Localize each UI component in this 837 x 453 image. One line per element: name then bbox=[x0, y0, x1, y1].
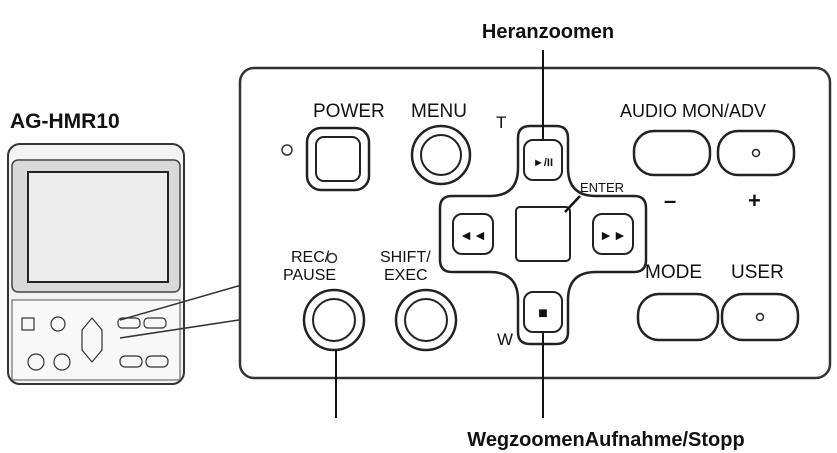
power-label: POWER bbox=[313, 101, 385, 122]
fast-forward-button[interactable] bbox=[592, 213, 634, 255]
menu-button[interactable] bbox=[420, 134, 462, 176]
mini-menu-button bbox=[50, 316, 66, 332]
rewind-icon: ◄◄ bbox=[459, 227, 487, 243]
zoom-t-label: T bbox=[496, 113, 506, 132]
recorder-screen bbox=[27, 171, 169, 283]
mode-label: MODE bbox=[645, 262, 702, 283]
user-label: USER bbox=[731, 262, 784, 283]
shift-exec-button[interactable] bbox=[404, 298, 448, 342]
mode-button[interactable] bbox=[636, 292, 720, 342]
user-button[interactable] bbox=[720, 292, 800, 342]
mini-audio-button-2 bbox=[143, 317, 167, 329]
mini-shift-button bbox=[53, 353, 71, 371]
rec-pause-button[interactable] bbox=[312, 298, 356, 342]
audio-minus-button[interactable] bbox=[632, 129, 712, 177]
mini-power-button bbox=[21, 317, 35, 331]
control-panel bbox=[238, 66, 832, 380]
rec-pause-button-outer[interactable] bbox=[302, 288, 366, 352]
mini-rec-button bbox=[27, 353, 45, 371]
zoom-w-label: W bbox=[497, 330, 513, 349]
audio-plus-button[interactable] bbox=[716, 129, 796, 177]
power-led bbox=[281, 144, 293, 156]
fast-forward-icon: ►► bbox=[599, 227, 627, 243]
zoom-in-callout: Heranzoomen bbox=[482, 21, 614, 43]
zoom-line-top bbox=[119, 281, 253, 321]
power-button[interactable] bbox=[315, 136, 361, 182]
shift-label: SHIFT/ bbox=[380, 249, 431, 266]
minus-label: – bbox=[664, 188, 676, 213]
mini-mode-button bbox=[119, 355, 143, 368]
mini-dpad bbox=[81, 317, 103, 363]
audio-mon-adv-label: AUDIO MON/ADV bbox=[620, 101, 766, 121]
audio-plus-dot bbox=[751, 148, 761, 158]
exec-label: EXEC bbox=[384, 267, 428, 284]
rec-led bbox=[326, 252, 338, 264]
shift-exec-button-outer[interactable] bbox=[394, 288, 458, 352]
rewind-button[interactable] bbox=[452, 213, 494, 255]
rec-label: REC/ bbox=[291, 249, 330, 266]
recorder-thumbnail: AG-HMR10 bbox=[7, 110, 185, 385]
user-button-dot bbox=[755, 312, 765, 322]
menu-label: MENU bbox=[411, 101, 467, 122]
zoom-out-rec-stop-callout: WegzoomenAufnahme/Stopp bbox=[467, 429, 744, 451]
power-button-outer[interactable] bbox=[305, 126, 371, 192]
enter-button[interactable] bbox=[515, 206, 571, 262]
recorder-mini-panel bbox=[11, 299, 181, 381]
model-label: AG-HMR10 bbox=[10, 110, 120, 133]
menu-button-outer[interactable] bbox=[410, 124, 472, 186]
enter-pointer bbox=[564, 195, 581, 213]
enter-label: ENTER bbox=[580, 180, 624, 195]
mini-user-button bbox=[145, 355, 169, 368]
stop-icon: ■ bbox=[538, 305, 548, 322]
plus-label: + bbox=[748, 188, 761, 213]
zoom-line-bottom bbox=[119, 317, 253, 339]
play-pause-icon: ►/II bbox=[533, 157, 553, 169]
pause-label: PAUSE bbox=[283, 267, 336, 284]
dpad-outline bbox=[438, 124, 648, 346]
